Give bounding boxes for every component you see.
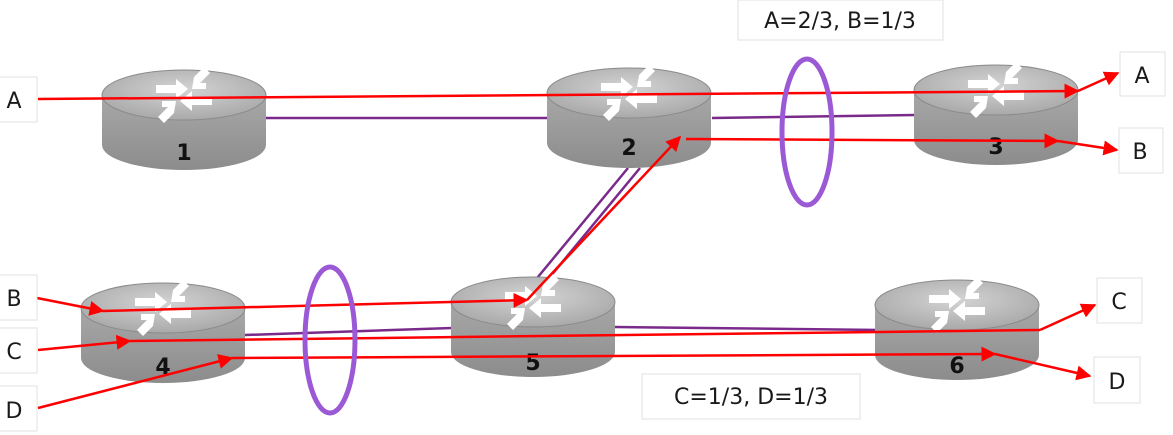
router-2: 2 (546, 65, 712, 168)
router-4: 4 (80, 280, 246, 383)
router-label: 3 (988, 135, 1003, 160)
flow-c-in (37, 334, 132, 352)
flow-d-in (37, 354, 234, 410)
router-1: 1 (101, 67, 267, 170)
router-label: 2 (621, 136, 636, 161)
flows (36, 71, 1120, 410)
svg-text:D: D (6, 399, 23, 424)
link-4-5 (244, 326, 453, 337)
flow-d-exit (994, 352, 1092, 381)
annotation-top-share: A=2/3, B=1/3 (737, 0, 944, 41)
svg-text:A=2/3, B=1/3: A=2/3, B=1/3 (764, 9, 916, 34)
svg-text:C: C (1111, 290, 1126, 315)
flow-b-exit (1057, 139, 1119, 156)
svg-text:B: B (6, 287, 21, 312)
router-label: 1 (176, 141, 191, 166)
endpoint-out-d: D (1093, 356, 1141, 404)
link-2-3 (711, 113, 916, 120)
router-label: 5 (525, 351, 540, 376)
links (244, 113, 916, 337)
router-5: 5 (450, 274, 616, 377)
svg-text:C=1/3, D=1/3: C=1/3, D=1/3 (674, 385, 828, 410)
flow-b-in (36, 296, 105, 316)
endpoint-in-b: B (0, 274, 38, 321)
flow-b-2-3 (685, 133, 1060, 149)
annotation-bottom-share: C=1/3, D=1/3 (641, 373, 861, 420)
svg-text:C: C (6, 340, 21, 365)
endpoint-in-c: C (0, 327, 38, 374)
flow-c-exit (1039, 303, 1097, 332)
svg-text:A: A (6, 89, 21, 114)
flow-c-path (129, 328, 1041, 343)
endpoint-out-b: B (1118, 127, 1164, 174)
router-6: 6 (874, 277, 1040, 380)
flow-b-4-5 (102, 292, 529, 313)
router-3: 3 (913, 62, 1079, 165)
endpoint-out-a: A (1119, 51, 1166, 97)
flow-a-exit (1077, 71, 1120, 93)
flow-b-5-2 (526, 135, 682, 301)
endpoint-in-a: A (0, 76, 38, 123)
svg-text:B: B (1132, 140, 1147, 165)
flow-a-path (37, 83, 1080, 101)
svg-text:D: D (1109, 370, 1126, 395)
cut-ellipse-bottom (302, 264, 358, 416)
endpoint-out-c: C (1096, 277, 1143, 324)
link-5-6 (614, 325, 881, 332)
flow-d-path (231, 346, 997, 362)
cut-ellipse-top (779, 56, 835, 208)
router-label: 6 (949, 354, 964, 379)
link-2-5-a (532, 167, 629, 284)
svg-text:A: A (1134, 64, 1149, 89)
endpoint-in-d: D (0, 385, 38, 432)
